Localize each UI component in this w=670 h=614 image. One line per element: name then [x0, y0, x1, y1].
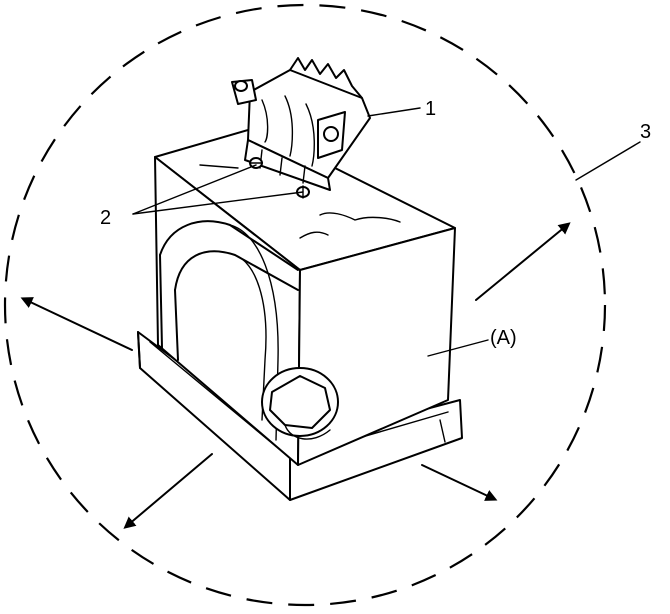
callout-a: (A) [490, 327, 517, 349]
device-1-module[interactable] [231, 57, 371, 199]
callout-1: 1 [425, 98, 436, 120]
outward-arrow-icon [123, 453, 213, 529]
leader-lines [132, 107, 641, 357]
outward-arrows [20, 222, 571, 529]
outward-arrow-icon [421, 464, 498, 501]
outward-arrow-icon [475, 222, 571, 301]
callout-3: 3 [640, 121, 651, 143]
box-a [154, 127, 456, 466]
outward-arrow-icon [20, 297, 133, 351]
callout-2: 2 [100, 207, 111, 229]
dashed-zone-circle [3, 3, 607, 607]
